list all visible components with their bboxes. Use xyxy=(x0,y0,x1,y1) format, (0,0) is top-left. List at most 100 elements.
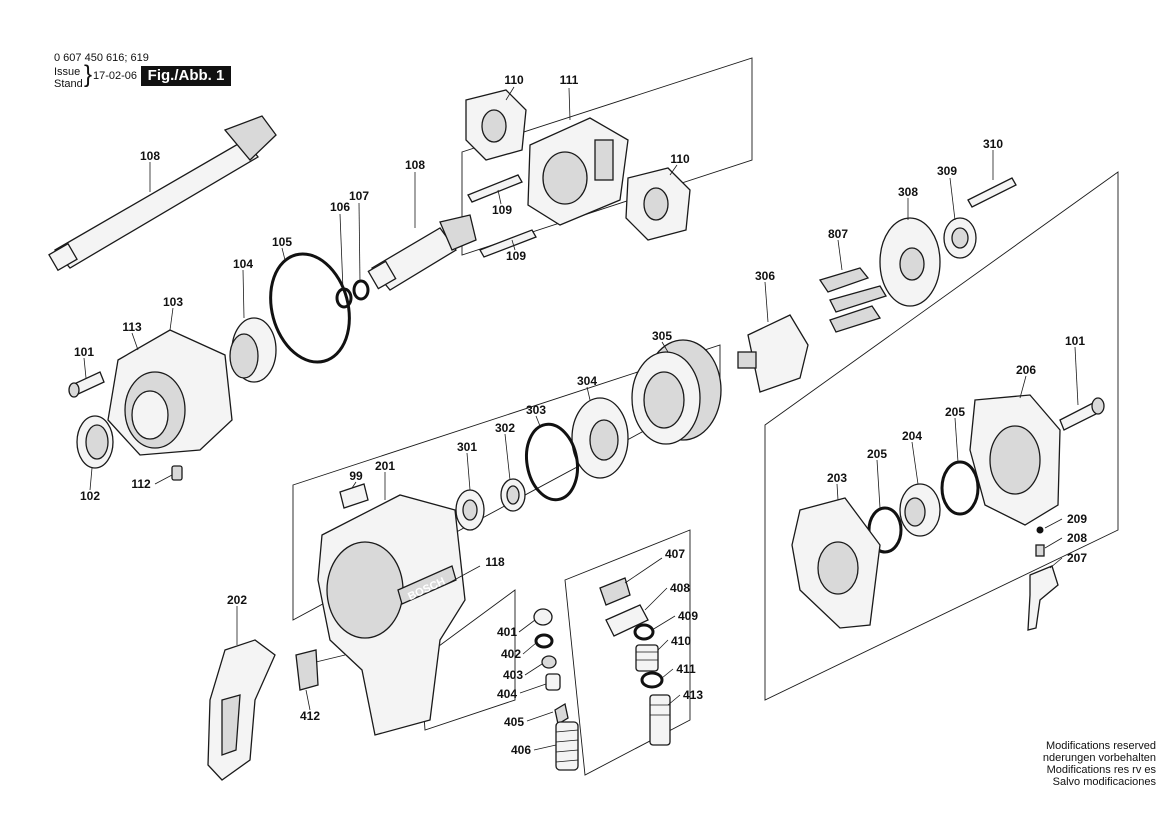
label-411: 411 xyxy=(676,662,696,676)
label-105: 105 xyxy=(272,235,292,249)
label-109-lower: 109 xyxy=(506,249,526,263)
issue-date: 17-02-06 xyxy=(93,70,138,82)
valve-seat xyxy=(533,608,553,626)
end-plate-rear xyxy=(879,217,941,307)
label-201: 201 xyxy=(375,459,395,473)
modifications-note: Modifications reserved nderungen vorbeha… xyxy=(960,740,1156,788)
ball-bearing-rear xyxy=(943,217,977,259)
label-101-left: 101 xyxy=(74,345,94,359)
label-406: 406 xyxy=(511,743,531,757)
stand-label: Stand xyxy=(54,78,83,90)
gasket-ring xyxy=(76,415,114,469)
label-205-right: 205 xyxy=(945,405,965,419)
label-205-left: 205 xyxy=(867,447,887,461)
valve-405 xyxy=(554,702,569,726)
label-303: 303 xyxy=(526,403,546,417)
label-306: 306 xyxy=(755,269,775,283)
deflector-407 xyxy=(599,577,631,606)
dowel-pin xyxy=(171,465,183,481)
brace-glyph: } xyxy=(84,61,93,88)
back-housing xyxy=(969,394,1061,526)
label-309: 309 xyxy=(937,164,957,178)
screw-left xyxy=(68,371,105,398)
spacer-ring xyxy=(500,478,526,512)
label-310: 310 xyxy=(983,137,1003,151)
washer-403 xyxy=(541,655,557,669)
trigger xyxy=(295,649,346,691)
pin-310 xyxy=(967,177,1017,208)
label-118: 118 xyxy=(485,555,505,569)
label-206: 206 xyxy=(1016,363,1036,377)
front-housing xyxy=(107,329,233,456)
muffler-plate xyxy=(605,604,649,637)
label-112: 112 xyxy=(131,477,151,491)
valve-assembly-frame-right xyxy=(564,529,691,776)
label-113: 113 xyxy=(122,320,142,334)
label-304: 304 xyxy=(577,374,597,388)
reverse-valve xyxy=(899,483,941,537)
label-110-upper: 110 xyxy=(504,73,524,87)
leader-lines xyxy=(83,86,1079,751)
label-203: 203 xyxy=(827,471,847,485)
o-ring-402 xyxy=(534,633,554,649)
rotor xyxy=(737,314,809,393)
label-404: 404 xyxy=(497,687,517,701)
label-108-shaft: 108 xyxy=(140,149,160,163)
spring-208 xyxy=(1035,544,1045,557)
label-209: 209 xyxy=(1067,512,1087,526)
end-plate-front xyxy=(571,397,629,479)
document-number: 0 607 450 616; 619 xyxy=(54,52,149,64)
rotor-vanes xyxy=(818,267,887,333)
label-108-anvil: 108 xyxy=(405,158,425,172)
valve-stem xyxy=(545,673,561,691)
anvil-short xyxy=(367,214,477,291)
label-207: 207 xyxy=(1067,551,1087,565)
label-109-upper: 109 xyxy=(492,203,512,217)
reverse-lever xyxy=(1027,565,1059,631)
screw-right xyxy=(1059,397,1105,431)
figure-label: Fig./Abb. 1 xyxy=(141,66,231,86)
label-302: 302 xyxy=(495,421,515,435)
label-106: 106 xyxy=(330,200,350,214)
nameplate xyxy=(339,483,369,509)
o-ring-303 xyxy=(525,422,579,502)
label-410: 410 xyxy=(671,634,691,648)
modifications-line-fr: Modifications res rv es xyxy=(1046,764,1156,776)
o-ring-409 xyxy=(633,623,655,641)
label-301: 301 xyxy=(457,440,477,454)
bushing xyxy=(229,317,277,383)
label-110-lower: 110 xyxy=(670,152,690,166)
label-402: 402 xyxy=(501,647,521,661)
air-inlet-413 xyxy=(649,694,671,746)
label-401: 401 xyxy=(497,625,517,639)
endplate-assembly-frame xyxy=(764,171,1119,701)
label-202: 202 xyxy=(227,593,247,607)
valve-spring xyxy=(555,721,579,771)
modifications-line-de: nderungen vorbehalten xyxy=(1042,752,1156,764)
label-412: 412 xyxy=(300,709,320,723)
label-807: 807 xyxy=(828,227,848,241)
hammer-dog-lower xyxy=(625,167,691,241)
label-111: 111 xyxy=(560,73,579,87)
pin-lower xyxy=(479,229,537,258)
cylinder xyxy=(631,339,722,445)
modifications-line-es: Salvo modificaciones xyxy=(1052,776,1156,788)
plug-410 xyxy=(635,644,659,672)
label-409: 409 xyxy=(678,609,698,623)
label-103: 103 xyxy=(163,295,183,309)
pin-upper xyxy=(467,174,523,203)
issue-label: Issue xyxy=(54,66,81,78)
anvil-shaft xyxy=(48,115,277,272)
part-number-labels: 110 111 108 108 110 109 109 107 106 105 … xyxy=(74,73,1087,757)
ball-bearing-front xyxy=(455,489,485,531)
o-ring-205-right xyxy=(940,460,980,516)
label-208: 208 xyxy=(1067,531,1087,545)
label-308: 308 xyxy=(898,185,918,199)
ball-209 xyxy=(1036,526,1044,534)
label-403: 403 xyxy=(503,668,523,682)
label-104: 104 xyxy=(233,257,253,271)
label-408: 408 xyxy=(670,581,690,595)
label-405: 405 xyxy=(504,715,524,729)
label-413: 413 xyxy=(683,688,703,702)
